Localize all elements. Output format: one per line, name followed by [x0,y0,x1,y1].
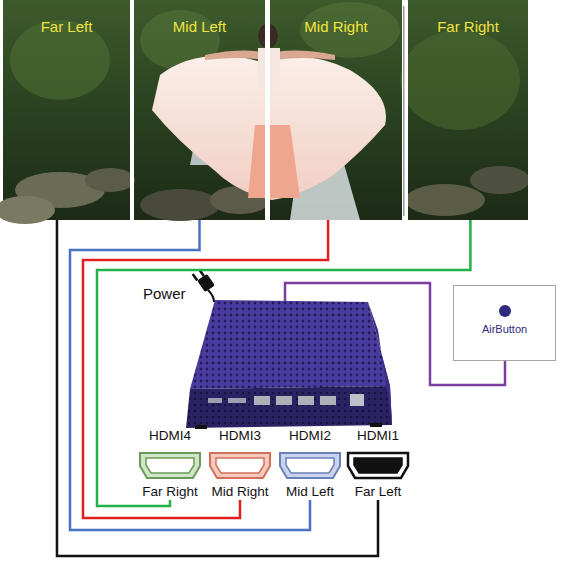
hdmi-connector [348,453,408,478]
hdmi-cable [97,220,470,506]
power-label: Power [143,285,186,303]
brightsign-player [186,300,392,429]
airbutton-box: AirButton [453,285,556,361]
button-dot [499,305,511,317]
hdmi-port: HDMI3Mid Right [204,428,276,500]
panel-title: Far Left [3,18,130,36]
hdmi-connector [140,453,200,478]
port-name: HDMI4 [149,428,191,444]
power-plug [192,269,215,302]
hdmi-connector [210,453,270,478]
display-name: Far Right [142,484,198,500]
display-name: Mid Left [286,484,334,500]
hdmi-cable [83,220,328,518]
hdmi-port: HDMI1Far Left [342,428,414,500]
hdmi-connector [280,453,340,478]
display-name: Mid Right [211,484,268,500]
display-panel: Mid Right [270,0,402,220]
display-panel: Far Right [408,0,528,220]
panel-title: Mid Left [134,18,265,36]
display-name: Far Left [355,484,402,500]
hdmi-cable [57,220,378,556]
video-wall-photo [0,0,530,224]
port-name: HDMI3 [219,428,261,444]
port-name: HDMI2 [289,428,331,444]
hdmi-port: HDMI4Far Right [134,428,206,500]
panel-title: Mid Right [270,18,402,36]
button-label: AirButton [454,322,555,336]
display-panel: Far Left [3,0,130,220]
hdmi-port: HDMI2Mid Left [274,428,346,500]
panel-title: Far Right [408,18,528,36]
hdmi-cable [70,220,310,530]
port-name: HDMI1 [357,428,399,444]
display-panel: Mid Left [134,0,265,220]
